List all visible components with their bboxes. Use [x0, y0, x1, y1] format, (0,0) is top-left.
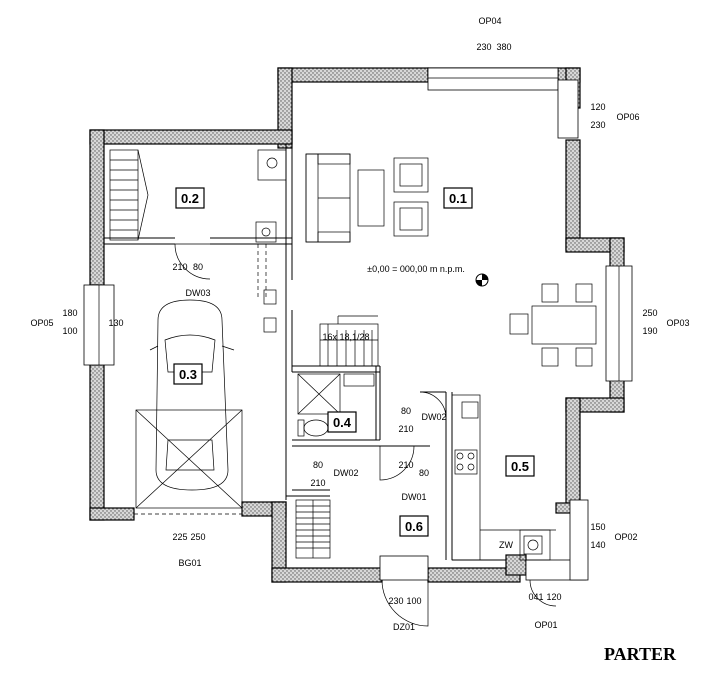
- op05-dim-c: 130: [108, 318, 123, 328]
- op03-label: OP03: [666, 318, 689, 328]
- room-number: 0.4: [333, 415, 352, 430]
- room-number: 0.6: [405, 519, 423, 534]
- dz01-dim-a: 230: [388, 596, 403, 606]
- bg01-label: BG01: [178, 558, 201, 568]
- op04-label: OP04: [478, 16, 501, 26]
- dz01-label: DZ01: [393, 622, 415, 632]
- living-furniture: [305, 153, 597, 367]
- dz01-dim-b: 100: [406, 596, 421, 606]
- inner-walls: [104, 144, 556, 561]
- room-label-06: 0.6: [399, 515, 429, 537]
- stairs-label: 16x 18,1/28: [322, 332, 369, 342]
- dw03-label: DW03: [185, 288, 210, 298]
- op05-dim-b: 100: [62, 326, 77, 336]
- stairs: [295, 315, 379, 559]
- op01-dim-a: 041: [528, 592, 543, 602]
- room-02-furniture: [109, 149, 287, 243]
- doors: [174, 243, 557, 627]
- op06-label: OP06: [616, 112, 639, 122]
- dimension-labels: OP04 230 380 120 230 OP06 250 190 OP03 1…: [30, 16, 689, 632]
- op03-dim-a: 250: [642, 308, 657, 318]
- room-label-03: 0.3: [173, 363, 203, 385]
- room-number: 0.3: [179, 367, 197, 382]
- dw02b-dim-b: 210: [310, 478, 325, 488]
- room-label-02: 0.2: [175, 187, 205, 209]
- room-label-04: 0.4: [327, 411, 357, 433]
- kitchen-appliances: [454, 401, 543, 555]
- dw02a-dim-b: 210: [398, 424, 413, 434]
- plan-title: PARTER: [604, 644, 677, 664]
- op02-dim-a: 150: [590, 522, 605, 532]
- op04-dim-a: 230: [476, 42, 491, 52]
- op05-dim-a: 180: [62, 308, 77, 318]
- bg01-dim-a: 225: [172, 532, 187, 542]
- op05-label: OP05: [30, 318, 53, 328]
- room-label-01: 0.1: [443, 187, 473, 209]
- dw03-dim-b: 80: [193, 262, 203, 272]
- room-number: 0.1: [449, 191, 467, 206]
- op03-dim-b: 190: [642, 326, 657, 336]
- level-text: ±0,00 = 000,00 m n.p.m.: [367, 264, 465, 274]
- car-outline: [135, 299, 243, 509]
- room-number: 0.2: [181, 191, 199, 206]
- dw01-dim-a: 210: [398, 460, 413, 470]
- op02-dim-b: 140: [590, 540, 605, 550]
- dw01-label: DW01: [401, 492, 426, 502]
- op06-dim-b: 230: [590, 120, 605, 130]
- room-number: 0.5: [511, 459, 529, 474]
- op04-dim-b: 380: [496, 42, 511, 52]
- dw02b-label: DW02: [333, 468, 358, 478]
- op06-dim-a: 120: [590, 102, 605, 112]
- op02-label: OP02: [614, 532, 637, 542]
- dw02b-dim-a: 80: [313, 460, 323, 470]
- zw-label: ZW: [499, 540, 513, 550]
- outer-walls: [89, 67, 625, 583]
- dw03-dim-a: 210: [172, 262, 187, 272]
- dw02a-label: DW02: [421, 412, 446, 422]
- op01-label: OP01: [534, 620, 557, 630]
- room-label-05: 0.5: [505, 455, 535, 477]
- bathroom-fixtures: [297, 373, 375, 437]
- bg01-dim-b: 250: [190, 532, 205, 542]
- windows: [83, 67, 633, 581]
- level-marker: [475, 273, 489, 287]
- op01-dim-b: 120: [546, 592, 561, 602]
- dw01-dim-b: 80: [419, 468, 429, 478]
- dw02a-dim-a: 80: [401, 406, 411, 416]
